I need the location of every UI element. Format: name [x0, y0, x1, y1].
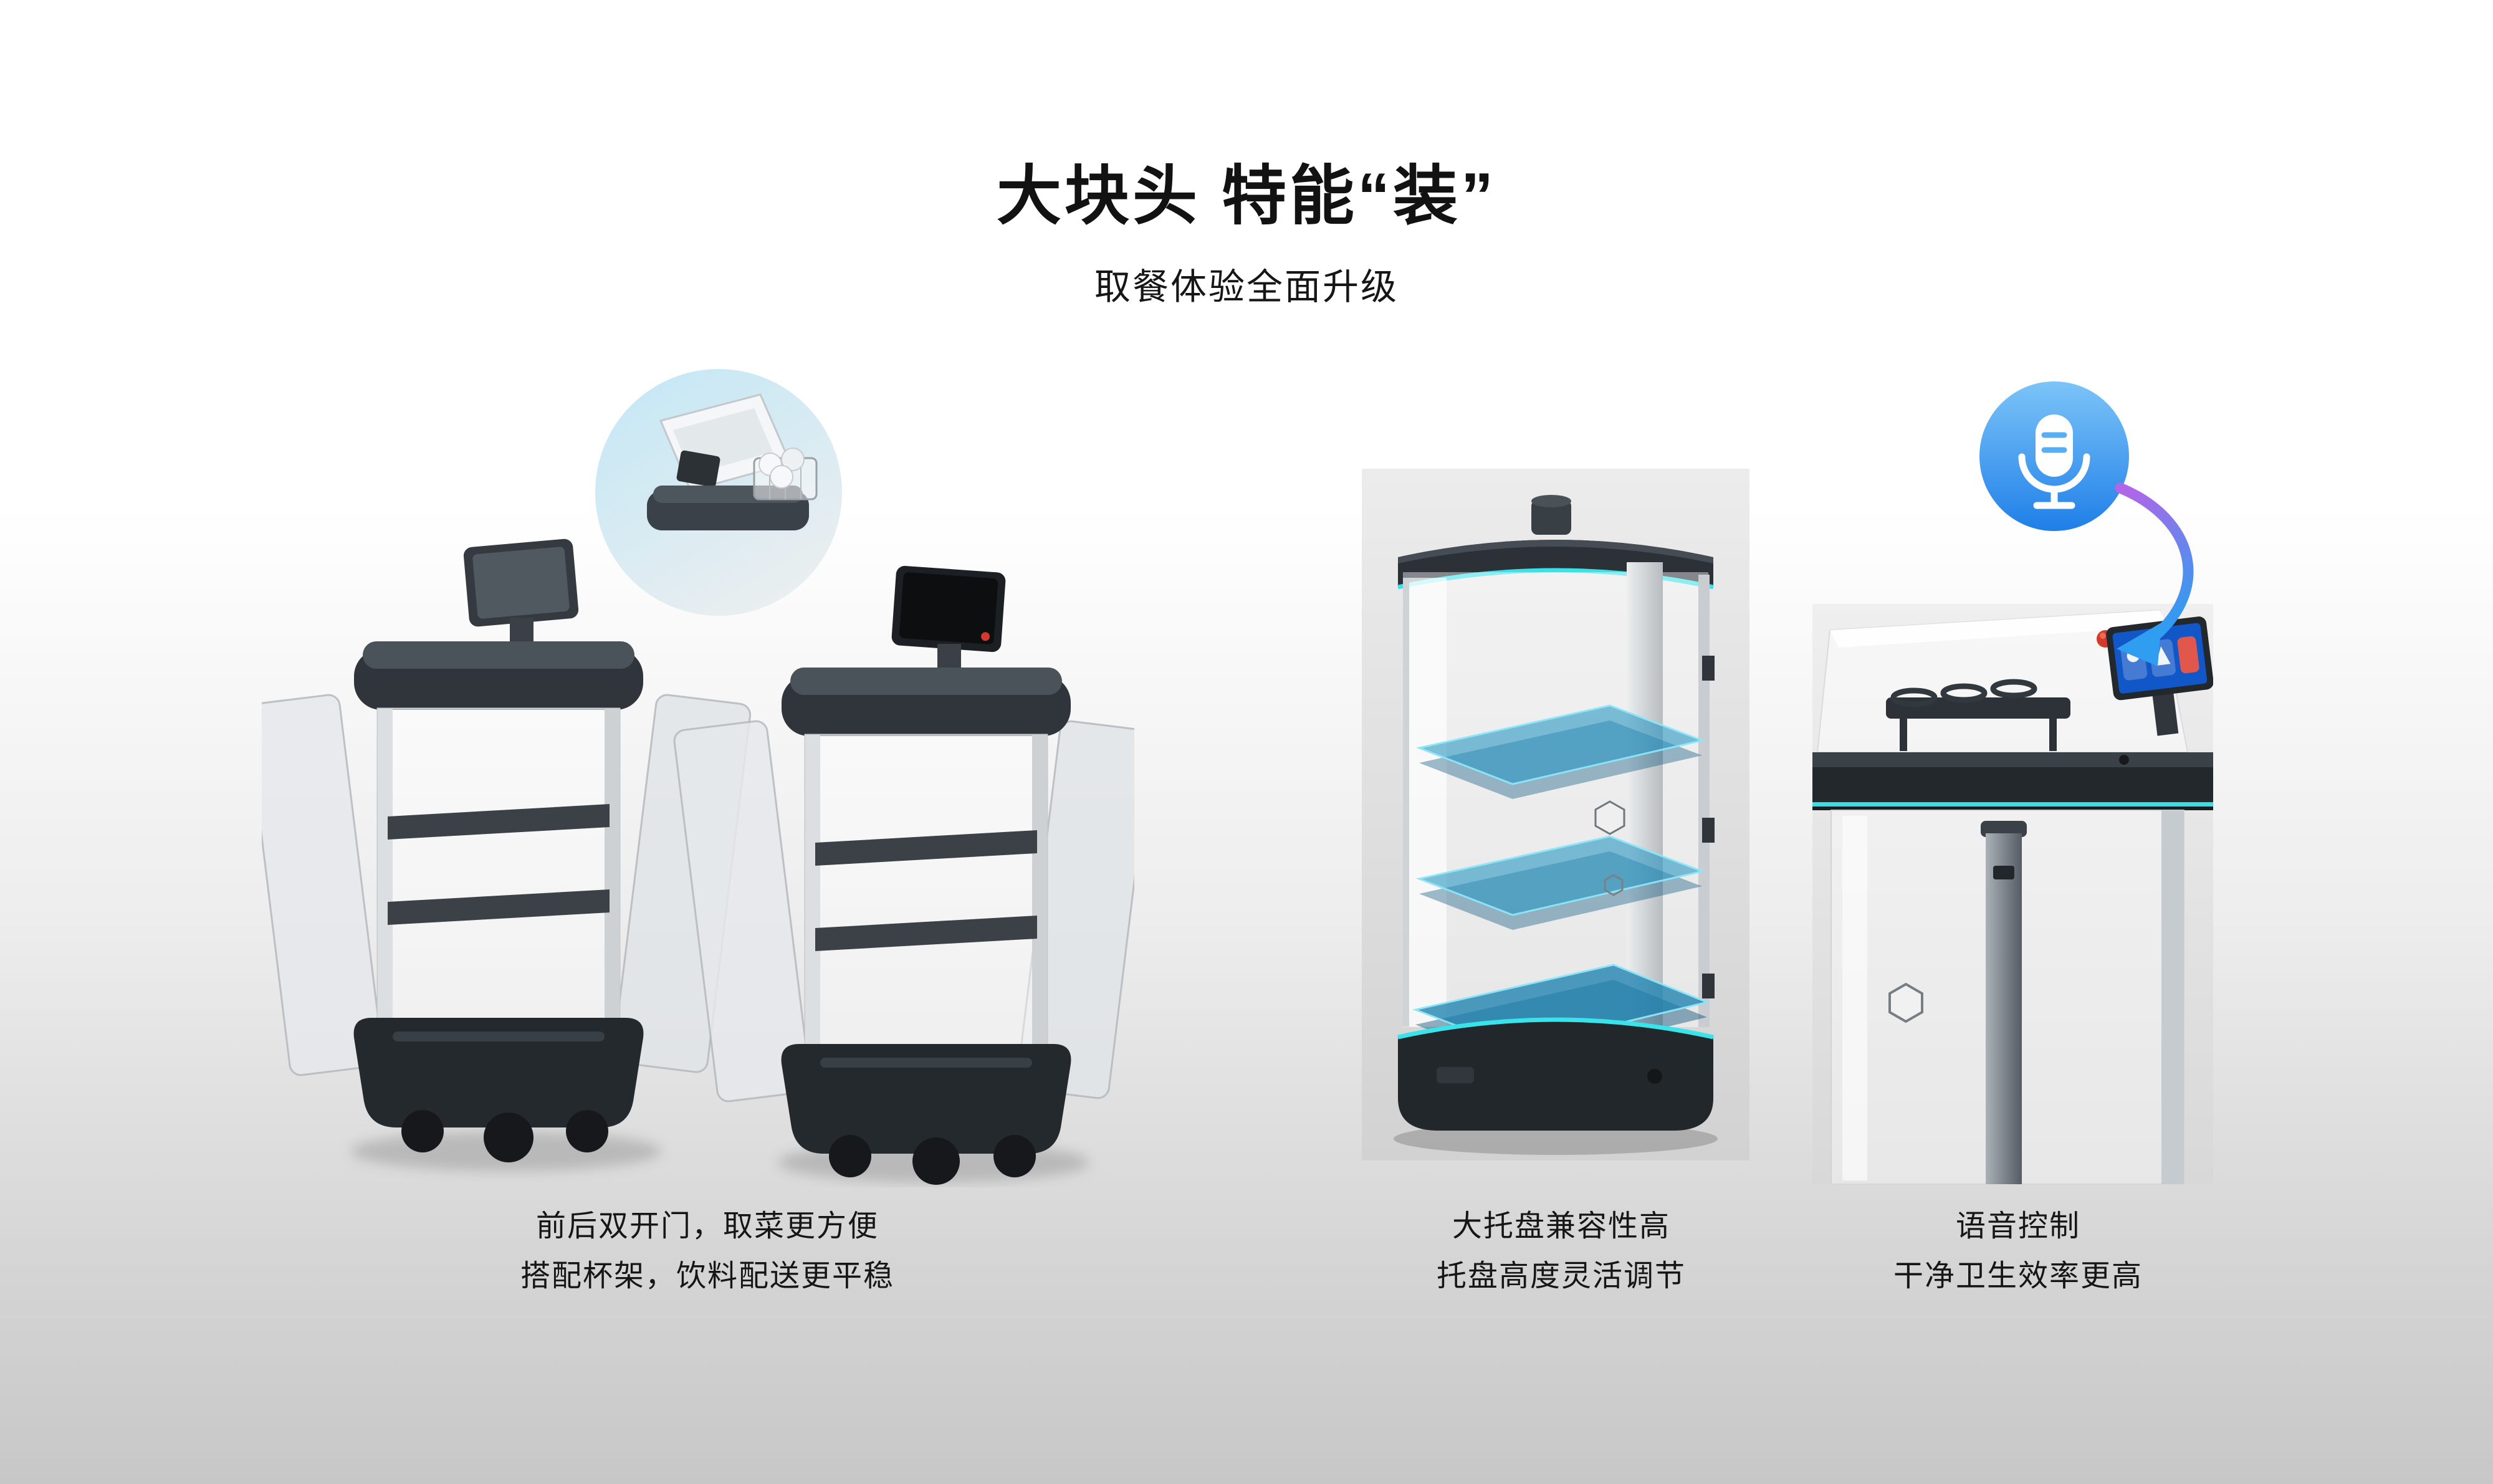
robot-shelf: [388, 889, 610, 925]
caption-line: 前后双开门，取菜更方便: [535, 1210, 879, 1243]
feature-caption-double-doors: 前后双开门，取菜更方便 搭配杯架，饮料配送更平稳: [333, 1202, 1081, 1301]
open-door-panel: [262, 694, 384, 1076]
microphone-icon: [1979, 381, 2129, 531]
robot-shelf: [388, 804, 610, 840]
cyan-accent-light: [1397, 1017, 1714, 1040]
center-pole: [1986, 833, 2022, 1184]
feature-caption-trays: 大托盘兼容性高 托盘高度灵活调节: [1281, 1202, 1842, 1301]
feature-caption-voice: 语音控制 干净卫生效率更高: [1769, 1202, 2267, 1301]
caption-line: 干净卫生效率更高: [1893, 1260, 2143, 1293]
double-doors-illustration: [262, 358, 1134, 1187]
caption-line: 语音控制: [1955, 1210, 2080, 1243]
cup-rack: [1886, 679, 2070, 751]
power-indicator: [981, 632, 990, 641]
screen-navigate-icon: [2155, 646, 2171, 666]
cabin-top: [1398, 540, 1713, 587]
robot-screen: [891, 565, 1006, 653]
highlighted-tray-top: [1415, 704, 1706, 799]
highlighted-tray-middle: [1415, 835, 1706, 930]
delivery-robot-left: [262, 539, 752, 1171]
robot-touchscreen: [2106, 616, 2213, 736]
cyan-accent-light: [1812, 802, 2213, 807]
robot-base: [1398, 1020, 1713, 1131]
brand-hexagon-logo-small: [1604, 874, 1624, 896]
voice-control-overlay: [1963, 371, 2262, 695]
brand-hexagon-logo: [1594, 800, 1625, 835]
robot-shelf: [815, 830, 1037, 866]
door-hinge: [1702, 818, 1715, 843]
caption-line: 搭配杯架，饮料配送更平稳: [520, 1260, 894, 1293]
door-hinge: [1702, 656, 1715, 681]
adjustable-trays-illustration: [1362, 469, 1749, 1161]
robot-shelf: [815, 916, 1037, 951]
open-door-panel: [673, 720, 811, 1103]
caption-line: 托盘高度灵活调节: [1436, 1260, 1686, 1293]
caption-line: 大托盘兼容性高: [1452, 1210, 1670, 1243]
screen-action-tile: [2177, 636, 2199, 674]
brand-hexagon-logo: [1888, 982, 1923, 1023]
delivery-robot-right: [673, 565, 1134, 1185]
cup-holder-inset-icon: [595, 369, 842, 616]
page-title: 大块头 特能“装”: [997, 160, 1496, 232]
page-subtitle: 取餐体验全面升级: [1094, 267, 1399, 307]
countertop: [1812, 767, 2213, 806]
voice-control-robot-illustration: [1812, 604, 2213, 1184]
robot-screen: [463, 539, 579, 627]
curved-arrow-icon: [2115, 482, 2194, 666]
pole-sensor: [1993, 866, 2014, 879]
door-hinge: [1702, 974, 1715, 998]
